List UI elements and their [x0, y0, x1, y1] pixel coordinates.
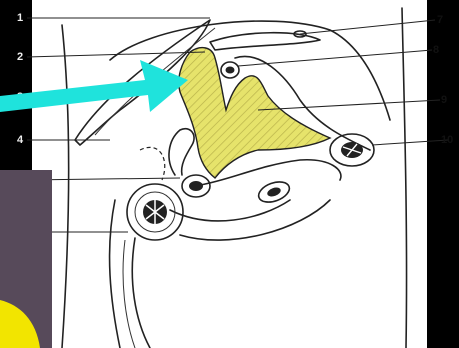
label-8: 8 [433, 44, 439, 56]
label-4: 4 [17, 134, 24, 146]
label-9: 9 [441, 94, 447, 106]
paper-sheet [32, 0, 427, 348]
label-7: 7 [437, 14, 443, 26]
overlay-panel [0, 170, 52, 348]
label-2: 2 [17, 51, 23, 63]
label-1: 1 [17, 12, 23, 24]
colon-ring [127, 184, 183, 240]
label-10: 10 [441, 134, 453, 146]
